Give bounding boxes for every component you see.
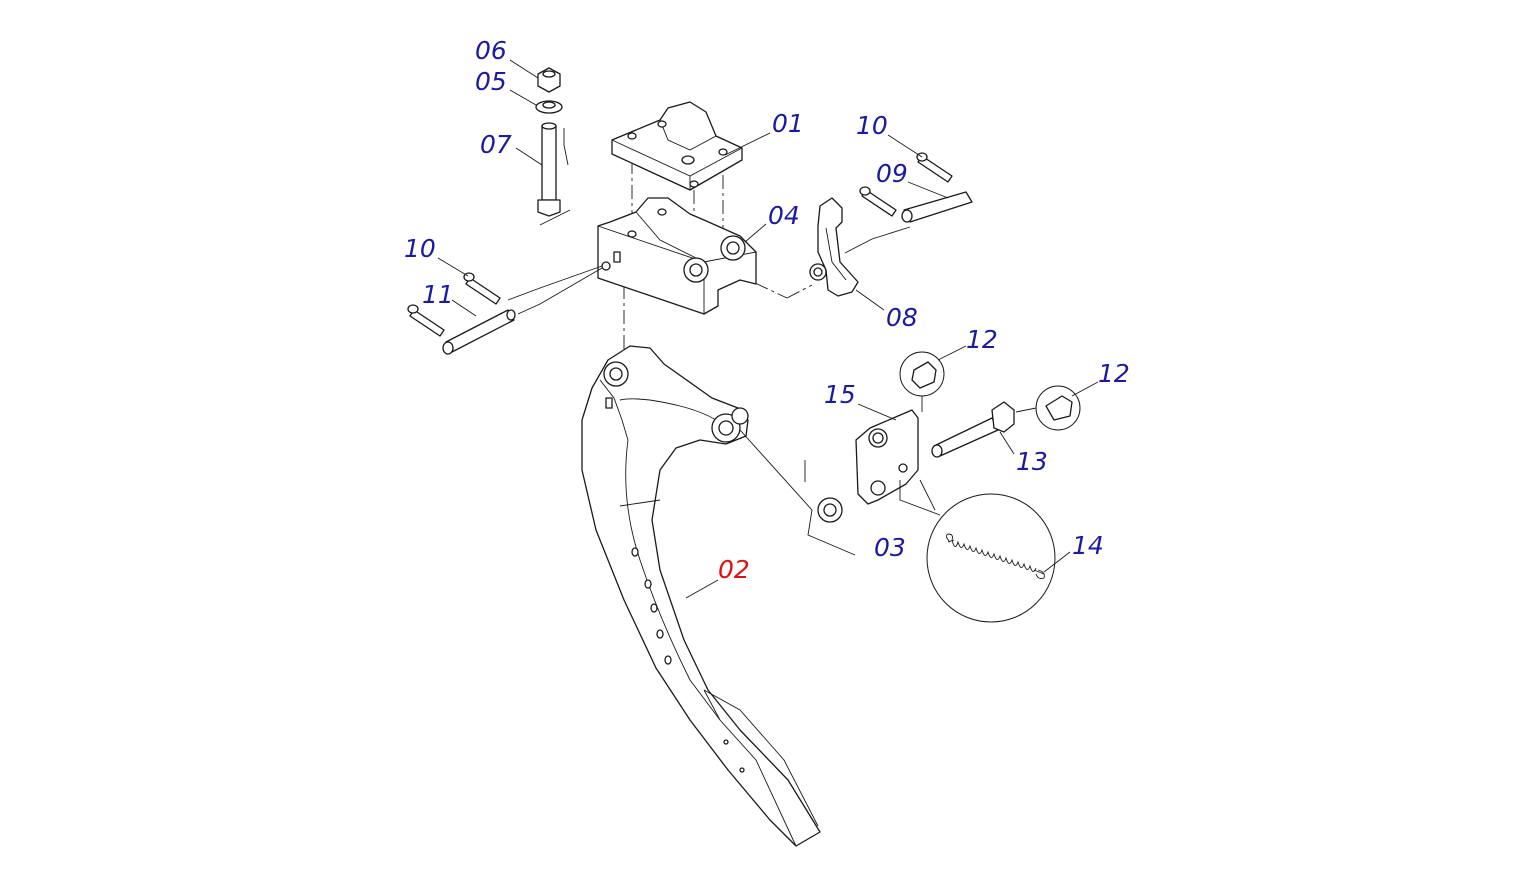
- callout-04: 04: [768, 201, 800, 230]
- callout-05: 05: [475, 67, 507, 96]
- callout-leaders: [437, 59, 1099, 599]
- callout-02: 02: [718, 555, 750, 584]
- cotter-pin-10-right: [916, 152, 953, 183]
- callout-07: 07: [480, 130, 512, 159]
- spring-14: [926, 493, 1056, 623]
- cotter-pin-10-left: [463, 272, 501, 305]
- callout-06: 06: [475, 36, 507, 65]
- bolt-07: [537, 122, 561, 217]
- callout-11: 11: [422, 280, 454, 309]
- nut-03: [817, 497, 843, 523]
- washer-05: [535, 100, 563, 114]
- arm-15: [855, 409, 919, 505]
- callout-09: 09: [876, 159, 908, 188]
- callout-13: 13: [1016, 447, 1048, 476]
- callout-08: 08: [886, 303, 918, 332]
- nut-06: [537, 67, 561, 93]
- callout-15: 15: [824, 380, 856, 409]
- callout-14: 14: [1072, 531, 1104, 560]
- latch-08: [809, 197, 859, 297]
- pin-11: [442, 309, 516, 355]
- callout-labels: 06 05 07 01 10 09 04 10 11 08 12 12 15 1…: [404, 36, 1130, 584]
- callout-10-right: 10: [856, 111, 888, 140]
- callout-01: 01: [772, 109, 804, 138]
- callout-12-right: 12: [1098, 359, 1130, 388]
- grease-fitting-12-top: [899, 351, 945, 397]
- cotter-pin-10-right-b: [859, 186, 897, 217]
- pin-09: [901, 191, 973, 223]
- bracket-04: [597, 197, 757, 315]
- grease-fitting-12-right: [1035, 385, 1081, 431]
- bolt-13: [931, 401, 1015, 458]
- callout-12-top: 12: [966, 325, 998, 354]
- clamp-cap-01: [611, 101, 743, 191]
- ripper-shank-02: [581, 345, 821, 847]
- cotter-pin-11-side: [407, 304, 445, 337]
- callout-03: 03: [874, 533, 906, 562]
- callout-10-left: 10: [404, 234, 436, 263]
